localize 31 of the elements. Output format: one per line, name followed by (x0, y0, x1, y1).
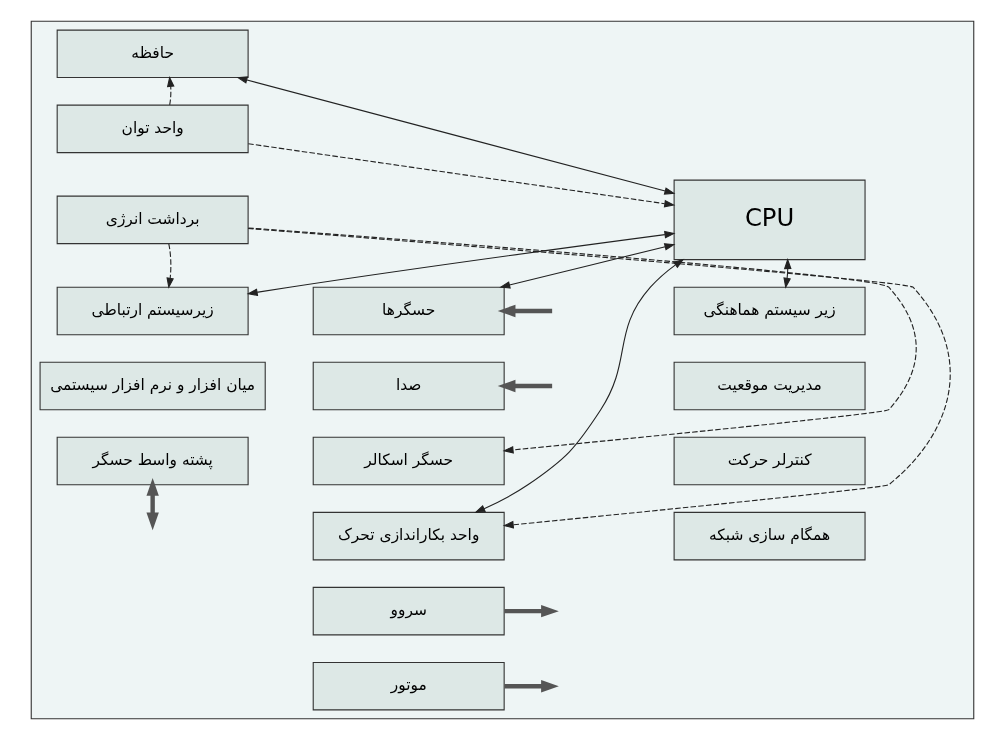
arrow (499, 243, 676, 289)
arrow (166, 75, 175, 106)
arrow (236, 76, 676, 195)
node-box: واحد توان (56, 104, 249, 154)
node-box: حافظه (56, 29, 249, 79)
arrow (504, 604, 559, 618)
node-box: سروو (312, 586, 505, 636)
arrow (497, 379, 553, 393)
arrow (247, 143, 676, 208)
cluster (30, 20, 975, 720)
node-box: برداشت انرژی (56, 195, 249, 245)
node-box: حسگر اسکالر (312, 436, 505, 486)
node-box: حسگرها (312, 286, 505, 336)
node-box: همگام سازی شبکه (673, 511, 866, 561)
node-box: میان افزار و نرم افزار سیستمی (39, 361, 266, 411)
node-box: پشته واسط حسگر (56, 436, 249, 486)
arrow (497, 304, 553, 318)
node-box: زیرسیستم ارتباطی (56, 286, 249, 336)
arrow (504, 680, 559, 693)
node-box: صدا (312, 361, 505, 411)
arrow (246, 230, 676, 297)
arrow (146, 478, 159, 531)
arrow (166, 243, 175, 289)
node-box: زیر سیستم هماهنگی (673, 286, 866, 336)
node-box: مدیریت موقعیت (673, 361, 866, 411)
arrow (247, 227, 951, 529)
node-box: کنترلر حرکت (673, 436, 866, 486)
node-box: واحد بکاراندازی تحرک (312, 511, 505, 561)
arrow (247, 227, 917, 454)
node-box: موتور (312, 661, 505, 711)
node-box: CPU (673, 179, 866, 261)
